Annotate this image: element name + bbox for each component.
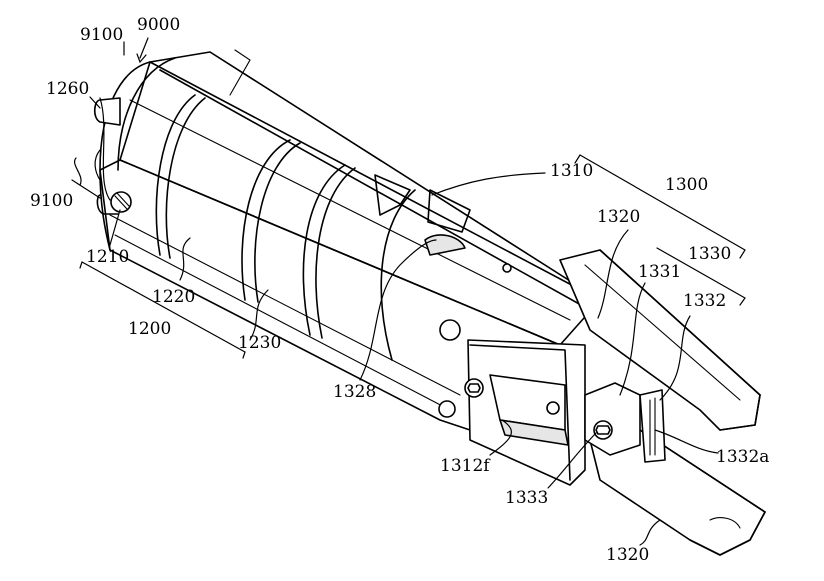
label-9100-top: 9100: [80, 25, 123, 45]
label-1332: 1332: [683, 291, 726, 311]
label-1310: 1310: [550, 161, 593, 181]
label-1230: 1230: [238, 333, 281, 353]
label-1320-bottom: 1320: [606, 545, 649, 565]
housing-body: [99, 51, 601, 431]
label-1330: 1330: [688, 244, 731, 264]
leader-lines: [71, 37, 746, 546]
segment-rings: [155, 49, 416, 361]
head-assembly: [374, 174, 766, 556]
label-1320-top: 1320: [597, 207, 640, 227]
rear-posts: [93, 97, 132, 215]
label-1333: 1333: [505, 488, 548, 508]
label-1328: 1328: [333, 382, 376, 402]
label-9100-left: 9100: [30, 191, 73, 211]
reference-labels: 9000 9100 1260 9100 1210 1220 1200 1230 …: [30, 15, 769, 565]
label-1220: 1220: [152, 287, 195, 307]
label-1300: 1300: [665, 175, 708, 195]
label-1260: 1260: [46, 79, 89, 99]
label-1200: 1200: [128, 319, 171, 339]
label-9000: 9000: [137, 15, 180, 35]
label-1332a: 1332a: [716, 447, 769, 467]
label-1312f: 1312f: [440, 456, 491, 476]
label-1331: 1331: [638, 262, 681, 282]
label-1210: 1210: [86, 247, 129, 267]
